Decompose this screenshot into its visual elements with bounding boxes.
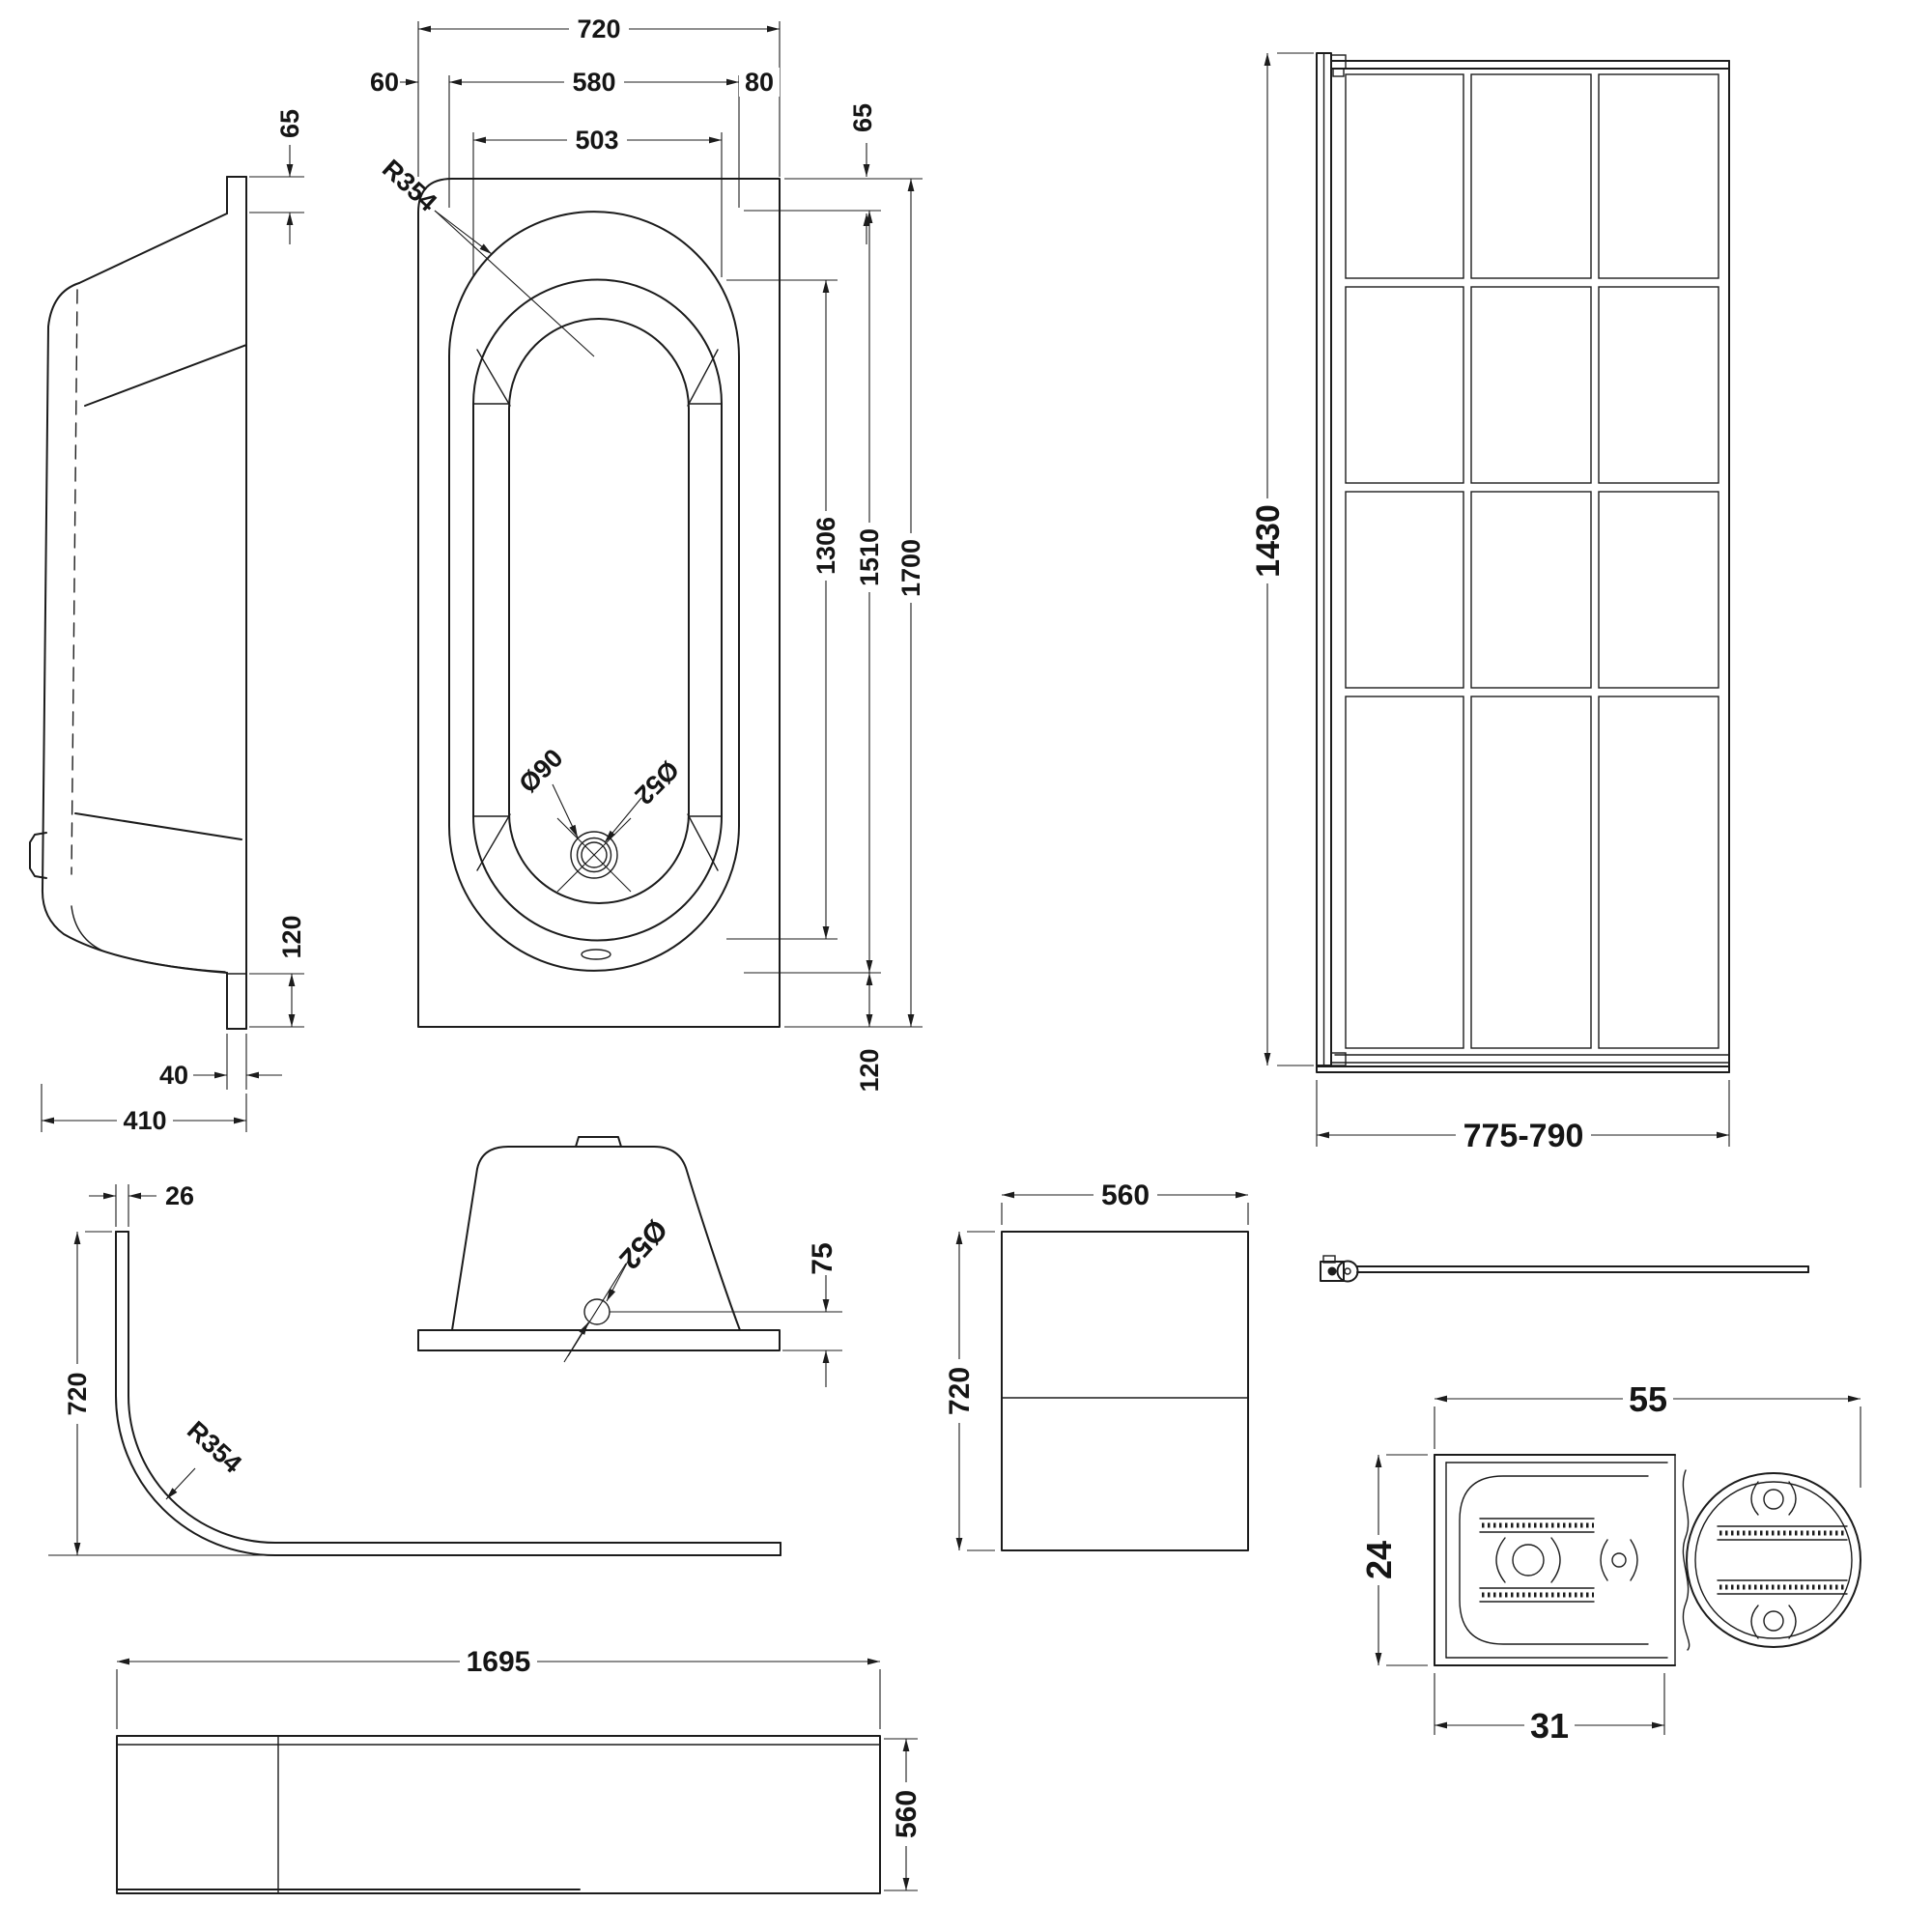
plan-dim-corner-radius: R354	[377, 154, 442, 216]
plan-dim-inner-length: 1510	[855, 528, 884, 586]
plan-dim-waste-outer: Ø90	[513, 743, 568, 798]
sealing-strip-view	[1320, 1255, 1809, 1283]
plan-dim-top-offset: 65	[848, 103, 877, 132]
front-panel-view: 1695 560	[116, 1645, 923, 1894]
profile-dim-overall-width: 55	[1629, 1379, 1667, 1419]
screen-glass-panes	[1345, 73, 1719, 1049]
plan-dim-rim-width: 580	[572, 68, 615, 97]
bath-plan-view: Ø90 Ø52 R354 720 60 580 80 503 65	[370, 14, 925, 1093]
plan-dim-inner-width: 503	[575, 126, 618, 155]
waste-trap-view: Ø52 75	[417, 1136, 842, 1387]
bath-side-elevation-view: 65 120 40 410	[29, 109, 306, 1135]
side-dim-foot-width: 40	[159, 1061, 188, 1090]
profile-dim-height: 24	[1359, 1541, 1399, 1579]
screen-dim-width-range: 775-790	[1463, 1118, 1584, 1154]
trap-dim-hole: Ø52	[612, 1213, 672, 1275]
shower-screen-view: 1430 775-790	[1249, 52, 1730, 1154]
plan-dim-bottom-offset: 120	[855, 1048, 884, 1092]
side-dim-overall-depth: 410	[123, 1106, 166, 1135]
plan-dim-right-offset: 80	[745, 68, 774, 97]
profile-section-detail: 55 24 31	[1358, 1378, 1861, 1746]
trap-dim-height: 75	[807, 1242, 838, 1274]
curved-panel-dim-thickness: 26	[165, 1181, 194, 1210]
front-panel-dim-height: 560	[891, 1790, 923, 1838]
side-dim-foot-height: 120	[277, 915, 306, 958]
side-dim-rim-lip: 65	[275, 109, 304, 138]
screen-dim-height: 1430	[1250, 504, 1287, 578]
end-panel-dim-width: 560	[1101, 1179, 1150, 1211]
curved-panel-dim-height: 720	[63, 1372, 92, 1415]
plan-dim-overall-width: 720	[577, 14, 620, 43]
front-panel-dim-length: 1695	[467, 1646, 531, 1678]
end-panel-view: 560 720	[943, 1179, 1249, 1551]
curved-panel-dim-radius: R354	[182, 1415, 247, 1478]
plan-dim-left-offset: 60	[370, 68, 399, 97]
end-panel-dim-height: 720	[944, 1367, 976, 1415]
profile-dim-channel-width: 31	[1530, 1706, 1569, 1746]
plan-dim-basin-length: 1306	[811, 517, 840, 575]
plan-dim-overall-length: 1700	[896, 539, 925, 597]
